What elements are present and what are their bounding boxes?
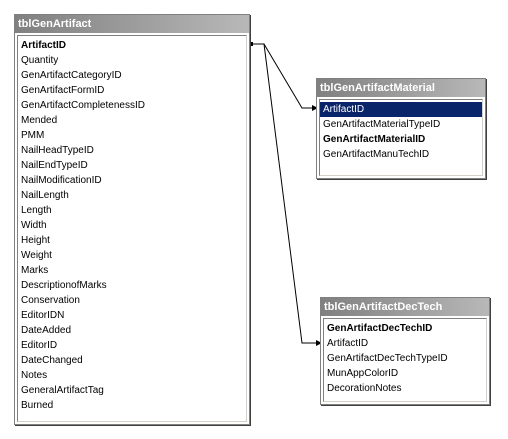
table-title-bar[interactable]: tblGenArtifactDecTech bbox=[321, 298, 489, 316]
field-item[interactable]: Quantity bbox=[21, 55, 59, 66]
field-item[interactable]: GenArtifactDecTechTypeID bbox=[327, 353, 448, 364]
field-item[interactable]: DescriptionofMarks bbox=[21, 280, 107, 291]
table-window-tbl-gen-artifact-material[interactable]: tblGenArtifactMaterial ArtifactID GenArti… bbox=[316, 78, 486, 179]
field-item[interactable]: GenArtifactCategoryID bbox=[21, 70, 122, 81]
field-item[interactable]: DateAdded bbox=[21, 325, 72, 336]
table-window-tbl-gen-artifact-dec-tech[interactable]: tblGenArtifactDecTech GenArtifactDecTech… bbox=[320, 297, 490, 405]
field-item[interactable]: Width bbox=[21, 220, 47, 231]
field-item[interactable]: Mended bbox=[21, 115, 58, 126]
field-item[interactable]: NailLength bbox=[21, 190, 69, 201]
field-item[interactable]: GenArtifactFormID bbox=[21, 85, 105, 96]
field-item[interactable]: GenArtifactCompletenessID bbox=[21, 100, 145, 111]
field-item[interactable]: Conservation bbox=[21, 295, 80, 306]
field-item[interactable]: PMM bbox=[21, 130, 45, 141]
field-list[interactable]: ArtifactID GenArtifactMaterialTypeID GenAr… bbox=[319, 99, 483, 176]
field-item[interactable]: Notes bbox=[21, 370, 48, 381]
field-item[interactable]: Length bbox=[21, 205, 52, 216]
field-item[interactable]: Burned bbox=[21, 400, 54, 411]
relationship-line-dec-tech bbox=[250, 43, 322, 344]
field-item[interactable]: GenArtifactManuTechID bbox=[323, 149, 430, 160]
field-item[interactable]: EditorID bbox=[21, 340, 58, 351]
field-item[interactable]: NailHeadTypeID bbox=[21, 145, 94, 156]
field-item[interactable]: Weight bbox=[21, 250, 52, 261]
field-item[interactable]: DateChanged bbox=[21, 355, 83, 366]
field-item[interactable]: NailModificationID bbox=[21, 175, 102, 186]
relationship-line-material bbox=[250, 43, 318, 109]
field-item[interactable]: NailEndTypeID bbox=[21, 160, 88, 171]
table-title-bar[interactable]: tblGenArtifactMaterial bbox=[317, 79, 485, 97]
field-item[interactable]: ArtifactID bbox=[21, 40, 67, 51]
field-item[interactable]: GeneralArtifactTag bbox=[21, 385, 104, 396]
field-item[interactable]: ArtifactID bbox=[320, 102, 482, 117]
field-item[interactable]: GenArtifactMaterialTypeID bbox=[323, 119, 441, 130]
table-title-bar[interactable]: tblGenArtifact bbox=[15, 15, 249, 33]
field-item[interactable]: GenArtifactMaterialID bbox=[323, 134, 426, 145]
relationship-end-one bbox=[250, 42, 253, 46]
field-item[interactable]: Marks bbox=[21, 265, 49, 276]
field-item[interactable]: GenArtifactDecTechID bbox=[327, 323, 433, 334]
field-item[interactable]: Height bbox=[21, 235, 50, 246]
field-item[interactable]: EditorIDN bbox=[21, 310, 65, 321]
field-list[interactable]: GenArtifactDecTechID ArtifactID GenArtifac… bbox=[323, 318, 487, 402]
field-item[interactable]: DecorationNotes bbox=[327, 383, 402, 394]
field-item[interactable]: ArtifactID bbox=[327, 338, 369, 349]
field-item[interactable]: MunAppColorID bbox=[327, 368, 399, 379]
